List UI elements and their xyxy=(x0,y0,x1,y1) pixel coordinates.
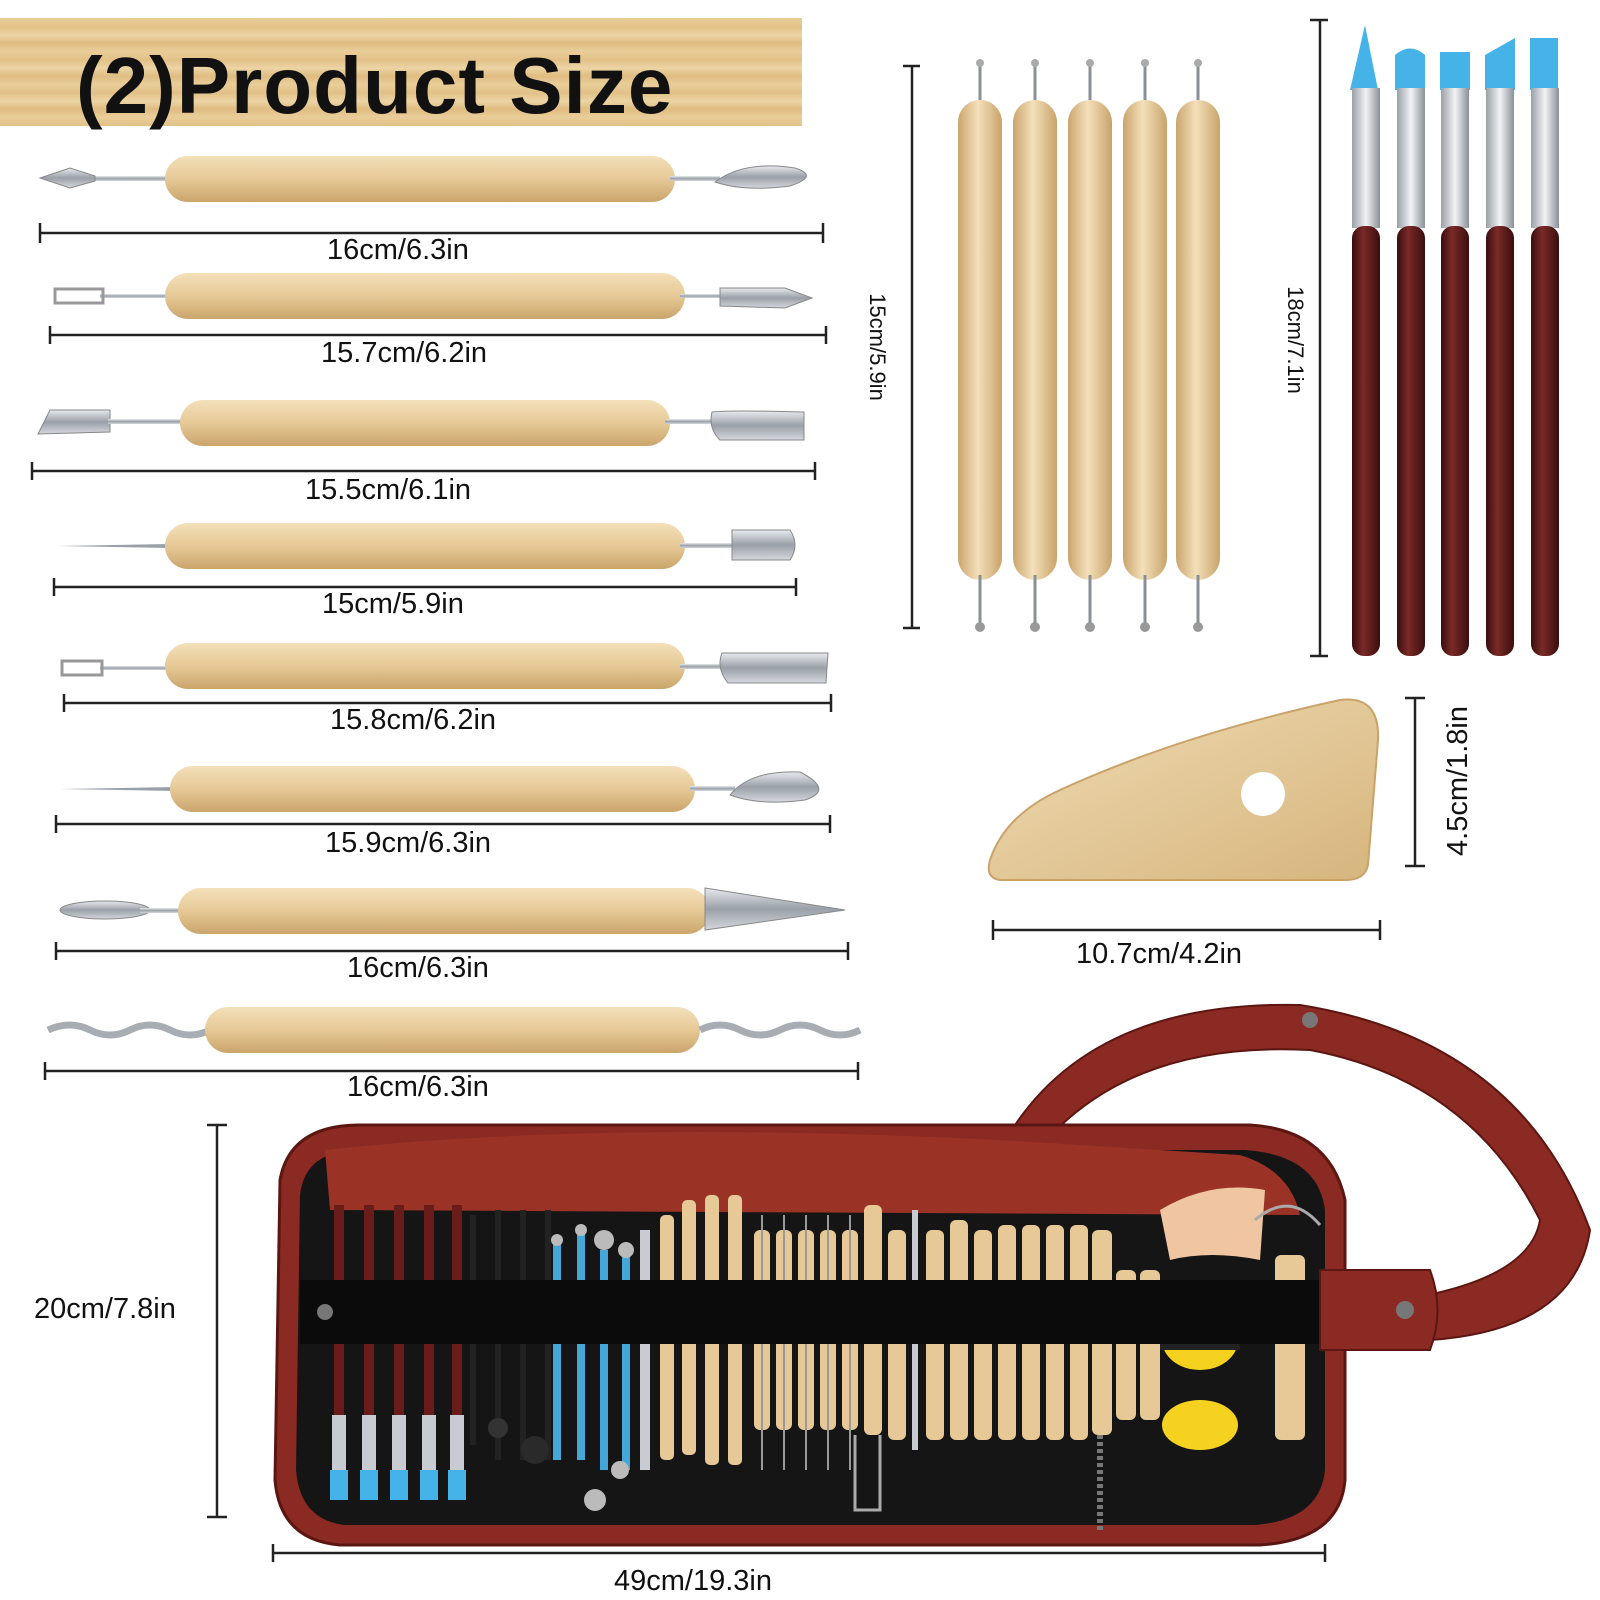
tool-dimension-lines xyxy=(30,223,860,1080)
tool-4-size-label: 15cm/5.9in xyxy=(322,588,464,620)
tool-8 xyxy=(46,1007,862,1053)
tool-3 xyxy=(37,400,805,446)
tool-1-size-label: 16cm/6.3in xyxy=(327,234,469,266)
bag-height-dimension-line xyxy=(207,1123,227,1519)
wood-rib xyxy=(987,698,1380,881)
tool-7-size-label: 16cm/6.3in xyxy=(347,952,489,984)
tool-8-size-label: 16cm/6.3in xyxy=(347,1071,489,1103)
brush-dimension-line xyxy=(1310,18,1328,658)
tool-5-size-label: 15.8cm/6.2in xyxy=(330,704,497,736)
page-title: (2)Product Size xyxy=(76,41,674,130)
rib-height-dimension-line xyxy=(1405,696,1425,868)
dotting-tools xyxy=(958,59,1220,632)
brush-size-label: 18cm/7.1in xyxy=(1283,286,1308,394)
rib-height-label: 4.5cm/1.8in xyxy=(1442,706,1474,856)
bag-width-dimension-line xyxy=(271,1544,1327,1562)
tool-7 xyxy=(59,887,846,934)
tool-2 xyxy=(53,273,814,319)
dotting-dimension-line xyxy=(903,64,920,630)
silicone-brushes xyxy=(1350,25,1559,656)
rib-width-dimension-line xyxy=(991,920,1382,940)
tool-6 xyxy=(60,766,820,812)
tool-5 xyxy=(60,643,829,689)
tool-4 xyxy=(58,523,796,569)
dotting-size-label: 15cm/5.9in xyxy=(865,293,890,401)
rib-width-label: 10.7cm/4.2in xyxy=(1076,938,1243,970)
title-banner: (2)Product Size xyxy=(0,18,802,130)
tool-1 xyxy=(38,156,807,202)
tool-6-size-label: 15.9cm/6.3in xyxy=(325,827,492,859)
carry-bag xyxy=(273,1003,1592,1547)
tool-2-size-label: 15.7cm/6.2in xyxy=(321,337,488,369)
bag-height-label: 20cm/7.8in xyxy=(34,1293,176,1325)
tool-3-size-label: 15.5cm/6.1in xyxy=(305,474,472,506)
bag-width-label: 49cm/19.3in xyxy=(614,1565,772,1597)
